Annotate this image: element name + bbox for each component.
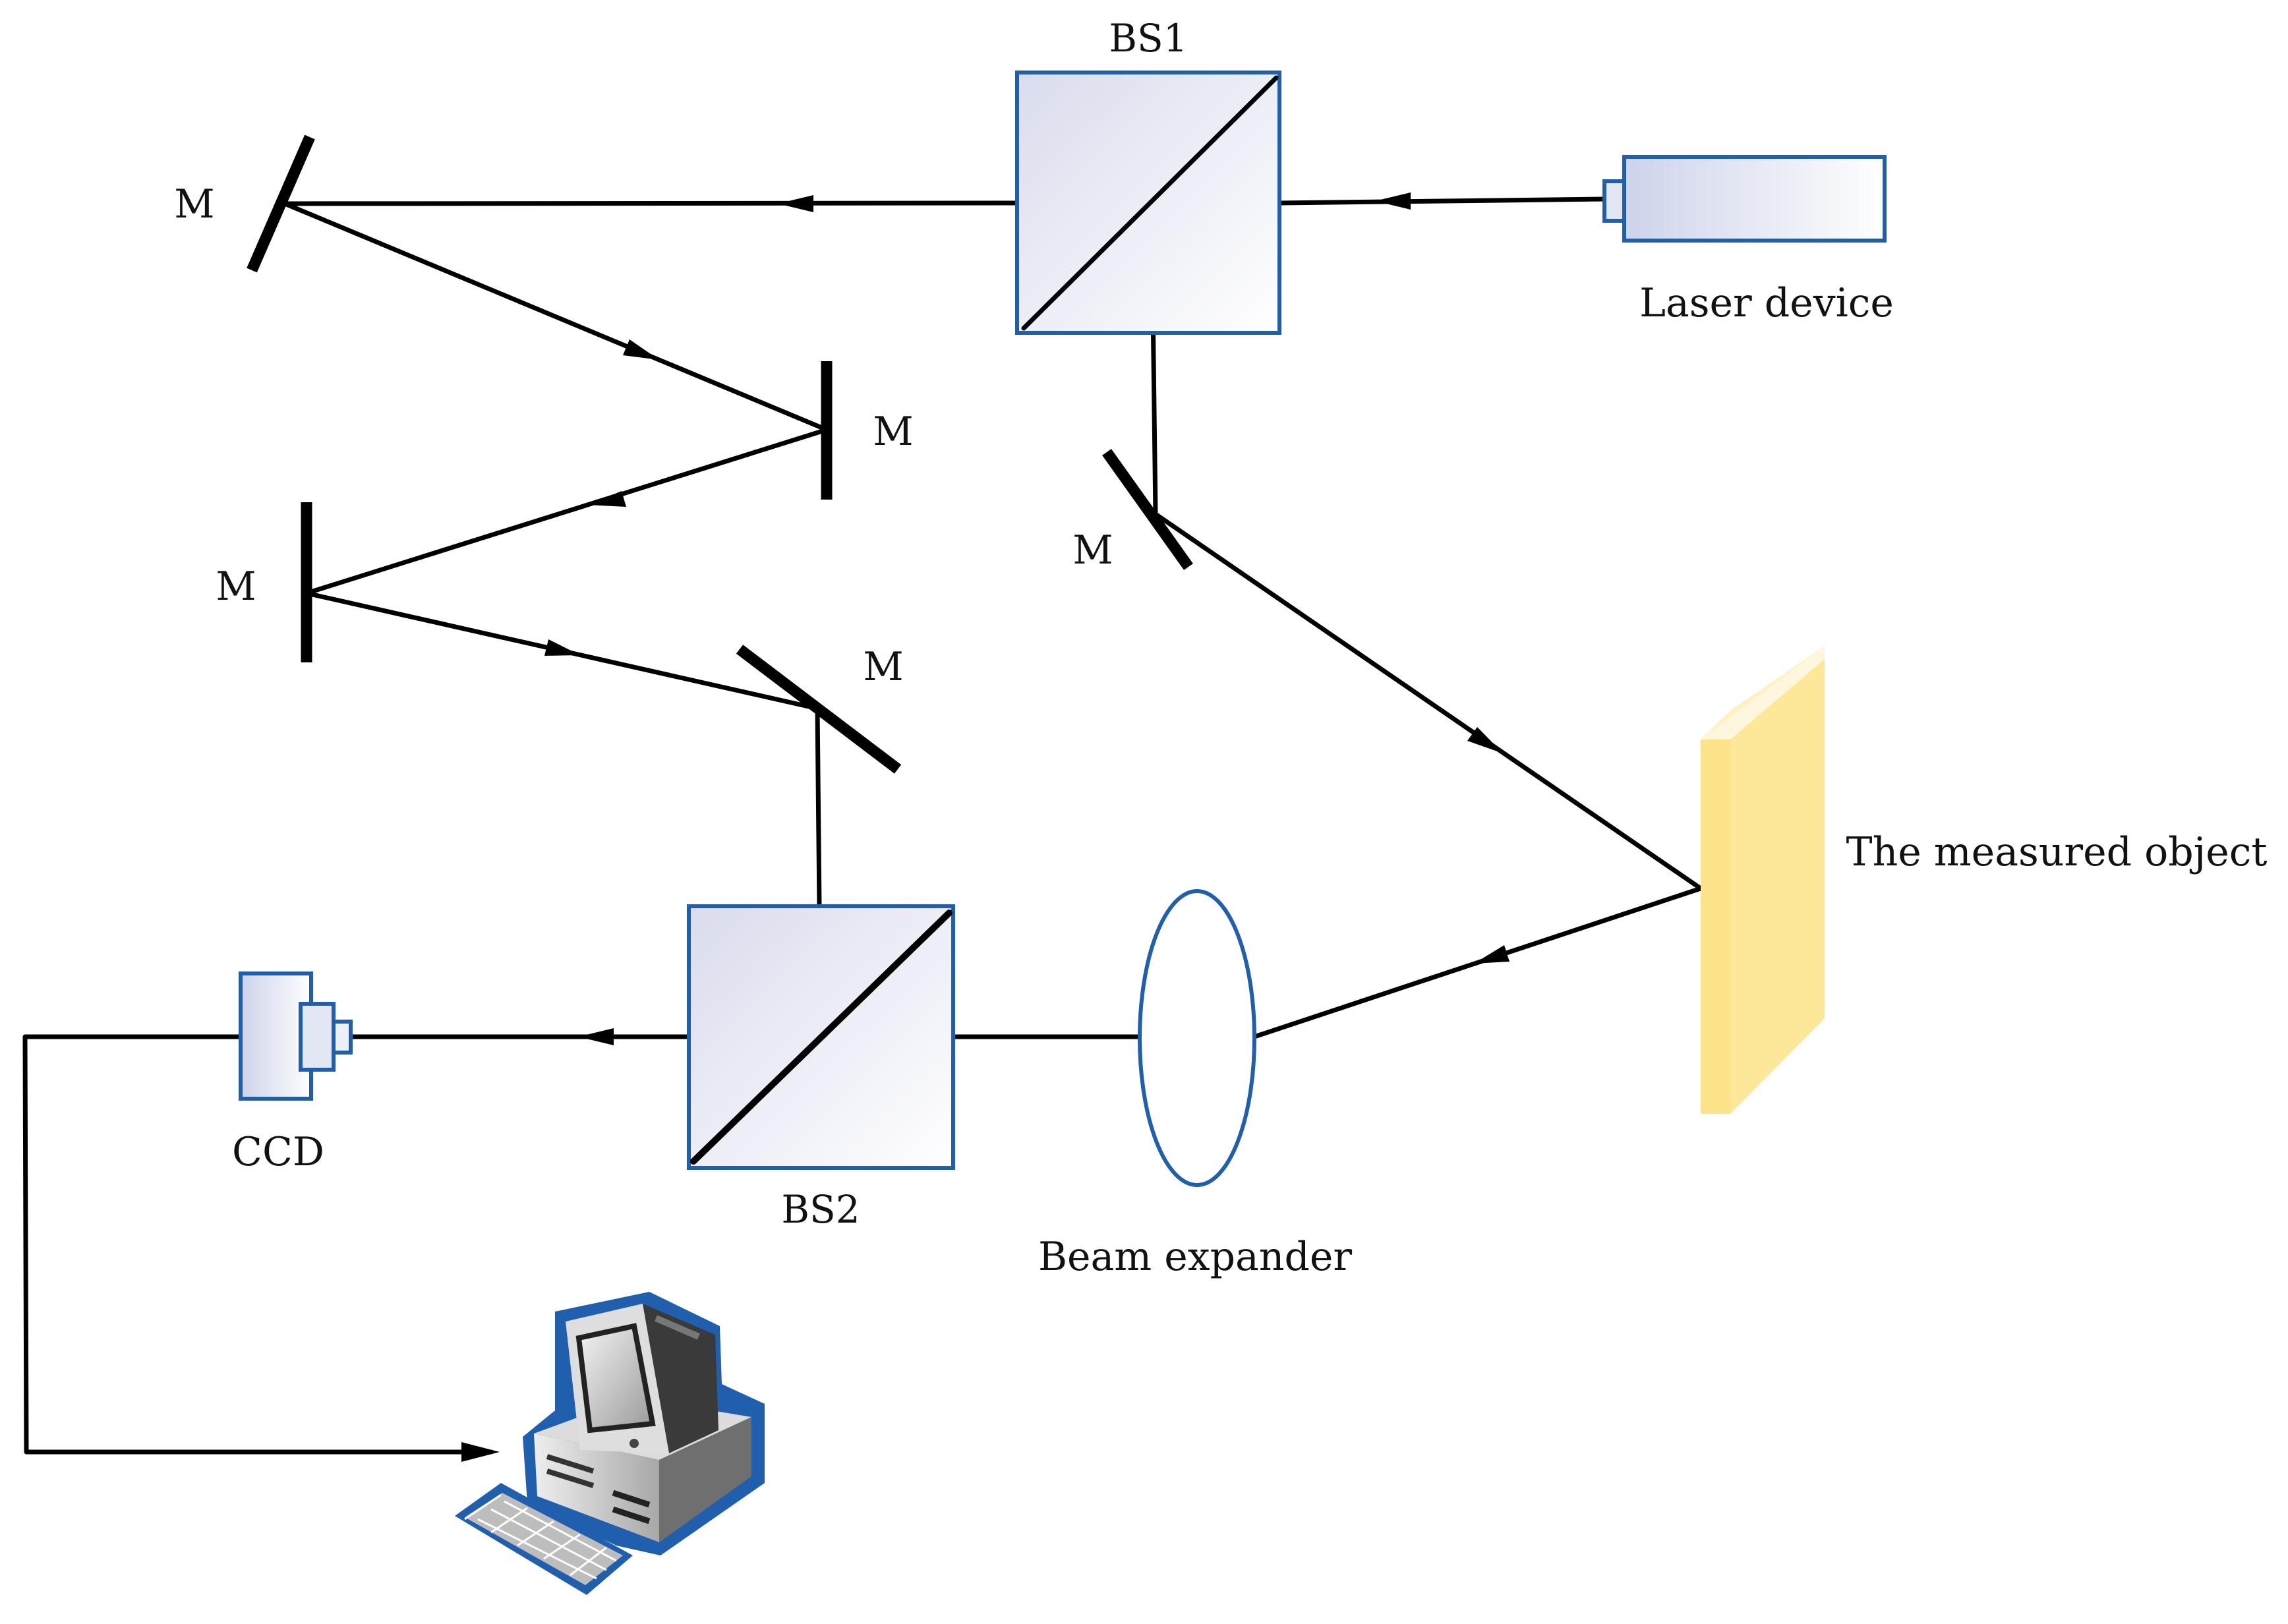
bs1-splitting-surface <box>1021 75 1279 331</box>
label-mirror-lower: M <box>863 644 903 690</box>
arrow-mirror-mr-to-ml <box>588 491 626 507</box>
computer-tower-side <box>659 1417 751 1542</box>
computer-drive-slot-2 <box>546 1468 595 1488</box>
label-ccd: CCD <box>232 1129 324 1175</box>
label-measured-object: The measured object <box>1846 829 2268 875</box>
label-mirror-mid-right: M <box>873 409 913 455</box>
keyboard-keys <box>464 1494 617 1580</box>
arrow-bs2-to-ccd <box>578 1028 614 1045</box>
mirror-right <box>1102 449 1193 570</box>
computer-icon <box>523 1292 765 1555</box>
beam-splitter-bs1 <box>1015 71 1281 335</box>
ccd-camera <box>239 972 353 1101</box>
arrow-cable-to-computer <box>461 1442 500 1462</box>
measured-object <box>1701 646 1825 1114</box>
arrow-mirror-tl-to-mr <box>623 339 659 360</box>
labels: BS1 BS2 Laser device CCD Beam expander T… <box>174 16 2267 1280</box>
beam-splitter-bs2 <box>687 904 955 1170</box>
cable-ccd-to-computer <box>22 1034 494 1455</box>
beam-arrows <box>461 192 1510 1462</box>
arrow-mirror-ml-to-lower <box>544 639 580 656</box>
mirrors <box>247 134 1193 774</box>
computer-drive-slot-1 <box>546 1454 595 1474</box>
keyboard-icon <box>455 1483 633 1595</box>
label-mirror-mid-left: M <box>216 564 256 610</box>
label-mirror-top-left: M <box>174 181 214 227</box>
label-bs1: BS1 <box>1109 16 1187 61</box>
beam-bs1-to-mirror-top-left <box>282 200 1020 206</box>
object-top-bevel <box>1701 646 1825 741</box>
arrow-bs1-to-mirror <box>778 195 813 212</box>
monitor-screen <box>575 1323 656 1434</box>
computer-drive-slot-4 <box>612 1506 651 1524</box>
mirror-top-left <box>247 134 315 273</box>
beam-paths <box>22 196 1703 1455</box>
arrow-laser-to-bs1 <box>1375 192 1411 210</box>
ccd-lens <box>332 1020 353 1055</box>
bs2-splitting-surface <box>690 910 953 1165</box>
label-laser-device: Laser device <box>1639 280 1894 326</box>
beam-laser-to-bs1 <box>1277 196 1610 206</box>
laser-aperture <box>1602 179 1626 223</box>
beam-expander-lens <box>1138 889 1256 1187</box>
beam-mirror-tl-to-mirror-mr <box>282 201 829 432</box>
computer-drive-slot-3 <box>612 1490 651 1508</box>
laser-device <box>1602 155 1887 243</box>
arrow-object-to-expander <box>1474 945 1510 964</box>
label-mirror-right: M <box>1072 527 1113 573</box>
label-bs2: BS2 <box>781 1187 860 1232</box>
ccd-lens-mount <box>299 1002 336 1072</box>
monitor-power-button <box>630 1439 639 1448</box>
object-main-face <box>1730 659 1825 1114</box>
beam-mirror-right-to-object <box>1153 511 1703 891</box>
beam-mirror-mr-to-mirror-ml <box>304 427 829 596</box>
monitor-vent <box>655 1315 700 1340</box>
monitor-back <box>643 1304 719 1453</box>
arrow-mirror-right-to-object <box>1467 727 1503 753</box>
object-front-face <box>1701 740 1730 1114</box>
label-beam-expander: Beam expander <box>1038 1234 1352 1280</box>
mirror-lower <box>736 645 902 774</box>
laser-body <box>1622 155 1887 243</box>
